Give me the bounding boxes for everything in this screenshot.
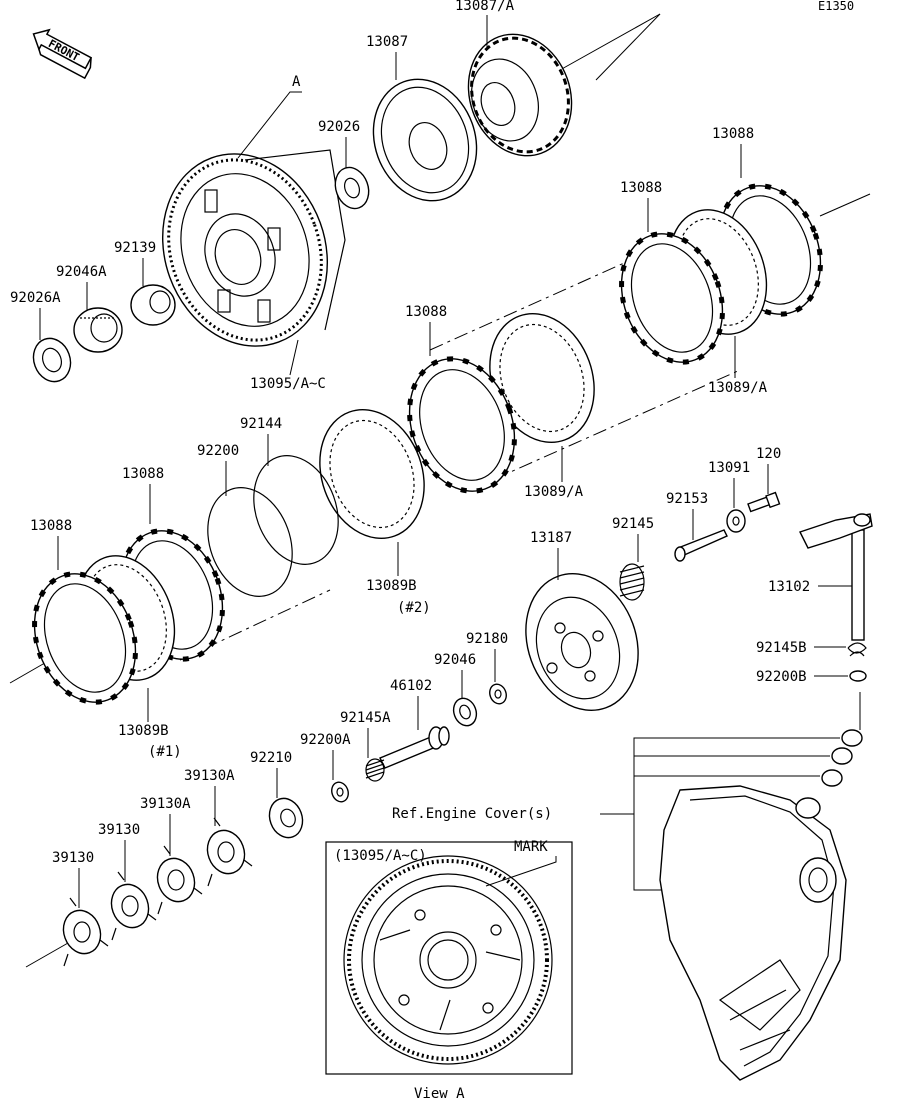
label-13187: 13187 xyxy=(530,530,572,546)
friction-plate-13088-left xyxy=(32,571,138,705)
plate-39130a-lower xyxy=(156,845,203,915)
label-39130a-lower: 39130A xyxy=(140,796,191,812)
needle-bearing-92046a xyxy=(73,307,123,353)
label-13088-top-right: 13088 xyxy=(712,126,754,142)
inset-title: (13095/A~C) xyxy=(334,848,427,864)
washer-92026 xyxy=(334,166,370,210)
engine-cover xyxy=(659,785,847,1081)
label-ref-a: A xyxy=(292,74,301,90)
view-a-inset xyxy=(325,841,573,1075)
steel-plate-13089b-mid xyxy=(319,408,425,540)
label-39130a-upper: 39130A xyxy=(184,768,235,784)
sleeve-92139 xyxy=(130,284,176,326)
push-lever-13102 xyxy=(799,513,873,641)
label-13088-mid-right: 13088 xyxy=(620,180,662,196)
plate-39130a-upper xyxy=(206,817,253,887)
washer-92180 xyxy=(489,683,507,705)
spring-92145 xyxy=(619,563,645,601)
seal-rings-cover xyxy=(821,729,863,787)
view-a-caption: View A xyxy=(414,1086,465,1102)
wire-ring-92200 xyxy=(207,487,293,597)
plate-39130-upper xyxy=(110,871,157,941)
label-92153: 92153 xyxy=(666,491,708,507)
friction-plate-13088-mid-right xyxy=(619,231,725,365)
pin-92153 xyxy=(674,529,728,562)
label-13087: 13087 xyxy=(366,34,408,50)
label-13102: 13102 xyxy=(768,579,810,595)
washer-13091 xyxy=(726,509,746,533)
label-39130-upper: 39130 xyxy=(98,822,140,838)
label-13089a-right: 13089/A xyxy=(708,380,768,396)
label-92144: 92144 xyxy=(240,416,282,432)
washer-92200a xyxy=(331,781,349,803)
spring-92145b xyxy=(847,642,867,657)
label-13087a: 13087/A xyxy=(455,0,515,14)
label-13088-center: 13088 xyxy=(405,304,447,320)
label-92026: 92026 xyxy=(318,119,360,135)
label-92200b: 92200B xyxy=(756,669,807,685)
label-ref-engine-cover: Ref.Engine Cover(s) xyxy=(392,806,552,822)
label-92026a: 92026A xyxy=(10,290,61,306)
label-92046a: 92046A xyxy=(56,264,107,280)
plate-39130-lower xyxy=(62,897,109,967)
wire-ring-92144 xyxy=(253,455,339,565)
washer-92200b xyxy=(849,670,867,682)
label-13088-left-upper: 13088 xyxy=(122,466,164,482)
washer-92026a xyxy=(32,337,72,383)
label-13089b-left-note: (#1) xyxy=(148,744,182,760)
push-rod-46102 xyxy=(379,726,450,769)
inset-mark-label: MARK xyxy=(514,839,548,855)
label-92139: 92139 xyxy=(114,240,156,256)
pressure-plate-13187 xyxy=(525,572,639,712)
label-92145b: 92145B xyxy=(756,640,807,656)
label-92180: 92180 xyxy=(466,631,508,647)
label-92200a: 92200A xyxy=(300,732,351,748)
label-92046: 92046 xyxy=(434,652,476,668)
plate-13087 xyxy=(372,78,478,202)
label-92145: 92145 xyxy=(612,516,654,532)
label-13089a-center: 13089/A xyxy=(524,484,584,500)
label-92145a: 92145A xyxy=(340,710,391,726)
label-13089b-mid-note: (#2) xyxy=(397,600,431,616)
spring-92145a xyxy=(365,758,385,782)
clutch-hub-13087a xyxy=(467,33,573,157)
figure-code-label: E1350 xyxy=(818,0,854,13)
bolt-120 xyxy=(747,491,781,513)
label-13095: 13095/A~C xyxy=(250,376,326,392)
front-arrow-icon: FRONT xyxy=(32,28,93,80)
label-92210: 92210 xyxy=(250,750,292,766)
bearing-92046 xyxy=(452,697,478,727)
label-13089b-left: 13089B xyxy=(118,723,169,739)
label-13089b-mid: 13089B xyxy=(366,578,417,594)
friction-plate-13088-center xyxy=(407,356,517,494)
label-92200: 92200 xyxy=(197,443,239,459)
label-46102: 46102 xyxy=(390,678,432,694)
label-120: 120 xyxy=(756,446,781,462)
clutch-housing-13095 xyxy=(161,149,346,347)
holder-92210 xyxy=(268,797,304,839)
label-39130-lower: 39130 xyxy=(52,850,94,866)
label-13091: 13091 xyxy=(708,460,750,476)
label-13088-left: 13088 xyxy=(30,518,72,534)
